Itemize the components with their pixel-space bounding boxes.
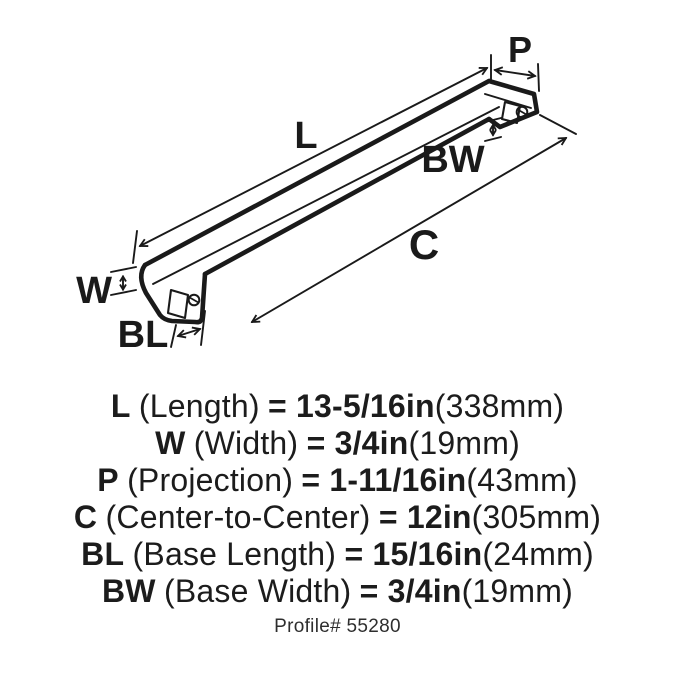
spec-symbol: C [73,499,98,535]
dimension-line-BL [178,329,200,336]
tick-W-top [110,266,137,273]
label-W: W [76,270,112,312]
spec-value: = 3/4in [306,425,409,461]
dimension-line-C [252,138,566,322]
spec-symbol: P [97,462,119,498]
endcap-screw-icon [515,105,529,119]
label-P: P [508,29,532,70]
base-screw-icon [187,293,201,307]
spec-metric: (43mm) [466,462,578,498]
spec-metric: (305mm) [471,499,602,535]
spec-name: (Base Width) [164,573,352,609]
dimension-line-P [495,70,535,76]
dimension-labels: L P BW C W BL [76,29,532,356]
spec-name: (Base Length) [132,536,337,572]
spec-metric: (24mm) [482,536,594,572]
spec-row-length: L(Length)= 13-5/16in(338mm) [0,388,675,425]
spec-row-projection: P(Projection)= 1-11/16in(43mm) [0,462,675,499]
spec-symbol: W [155,425,186,461]
spec-metric: (338mm) [434,388,565,424]
spec-value: = 13-5/16in [268,388,435,424]
spec-metric: (19mm) [461,573,573,609]
spec-name: (Center-to-Center) [105,499,371,535]
spec-row-center-to-center: C(Center-to-Center)= 12in(305mm) [0,499,675,536]
spec-name: (Length) [138,388,260,424]
label-BW: BW [421,139,484,181]
endcap-face-top-edge [484,93,532,109]
spec-value: = 12in [378,499,472,535]
dimension-spec-list: L(Length)= 13-5/16in(338mm) W(Width)= 3/… [0,388,675,610]
left-base-outline [138,262,208,325]
base-screw-plate [166,288,190,320]
spec-row-base-length: BL(Base Length)= 15/16in(24mm) [0,536,675,573]
profile-number: Profile# 55280 [274,616,401,637]
base-screw-slot [189,297,199,303]
label-BL: BL [118,314,169,356]
tick-W-bottom [110,289,137,296]
tick-BL-right [200,310,206,346]
spec-row-base-width: BW(Base Width)= 3/4in(19mm) [0,573,675,610]
endcap-screw-plate [500,100,522,125]
spec-name: (Projection) [127,462,294,498]
spec-symbol: BL [81,536,125,572]
label-C: C [409,221,439,268]
spec-value: = 1-11/16in [301,462,467,498]
spec-value: = 15/16in [344,536,483,572]
spec-value: = 3/4in [359,573,462,609]
spec-symbol: L [110,388,131,424]
label-L: L [294,115,317,157]
tick-P-right [537,63,540,92]
spec-metric: (19mm) [408,425,520,461]
spec-name: (Width) [193,425,299,461]
tick-BL-left [170,324,177,348]
tick-L-left [132,230,138,264]
spec-symbol: BW [101,573,156,609]
tick-BW-top [484,117,502,123]
spec-row-width: W(Width)= 3/4in(19mm) [0,425,675,462]
endcap-screw-slot [517,109,527,115]
dimension-lines [110,54,577,348]
tick-BW-bottom [484,136,502,142]
extension-line-C [539,114,577,135]
bar-front-top-edge [152,106,500,285]
